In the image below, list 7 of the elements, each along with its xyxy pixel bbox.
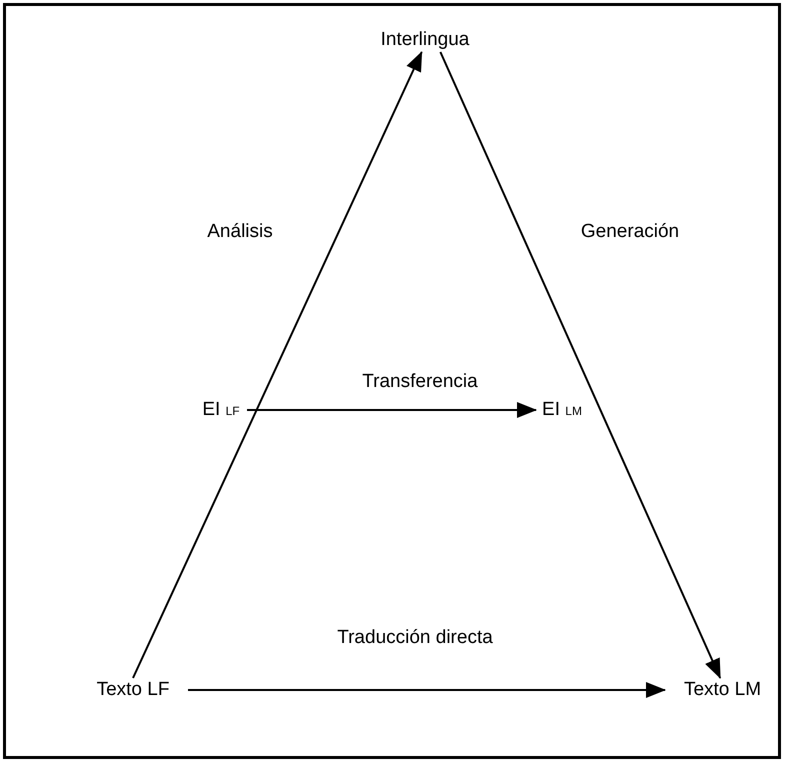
arrow bbox=[188, 682, 666, 698]
arrow bbox=[132, 51, 423, 678]
node-label: Texto LF bbox=[96, 679, 170, 701]
node-label: Interlingua bbox=[380, 29, 470, 51]
arrow bbox=[439, 52, 722, 679]
node-label: Texto LM bbox=[684, 679, 762, 701]
arrow bbox=[247, 402, 537, 418]
